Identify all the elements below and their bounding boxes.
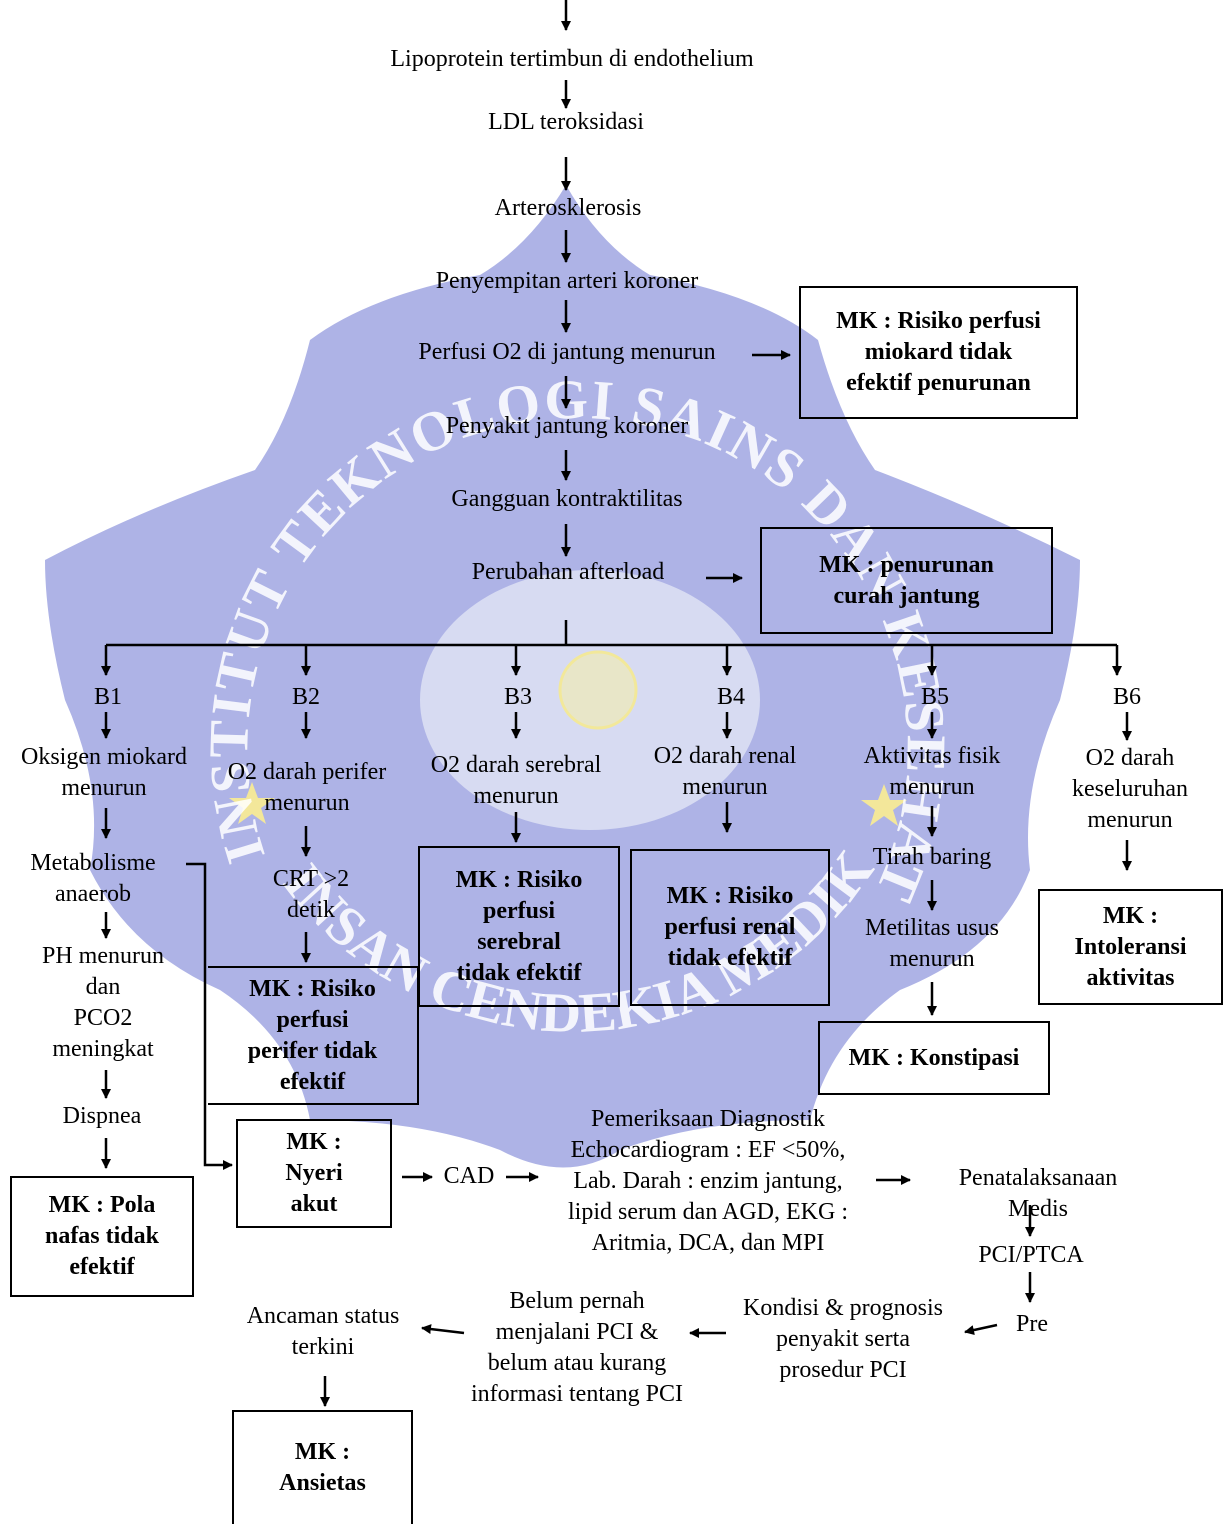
node-b2: B2 [291, 684, 321, 710]
star-icon [229, 782, 907, 826]
node-kontraktilitas: Gangguan kontraktilitas [451, 486, 683, 512]
mk-box-pola-nafas: MK : Pola nafas tidak efektif [10, 1176, 194, 1297]
node-b6: B6 [1112, 684, 1142, 710]
node-b1-ph: PH menurun dan PCO2 meningkat [42, 943, 164, 1062]
mk-box-intoleransi: MK : Intoleransi aktivitas [1038, 889, 1223, 1005]
node-perfusi-o2: Perfusi O2 di jantung menurun [418, 339, 716, 365]
node-b1-dispnea: Dispnea [62, 1103, 142, 1129]
node-b4: B4 [716, 684, 746, 710]
mk-box-curah-jantung: MK : penurunan curah jantung [760, 527, 1053, 634]
node-penatalaksanaan: Penatalaksanaan Medis [958, 1165, 1118, 1222]
mk-box-perifer: MK : Risiko perfusi perifer tidak efekti… [208, 966, 419, 1105]
node-b4-o2: O2 darah renal menurun [653, 743, 797, 800]
node-belum: Belum pernah menjalani PCI & belum atau … [471, 1288, 683, 1407]
node-pre: Pre [1016, 1311, 1048, 1337]
node-b1: B1 [93, 684, 123, 710]
node-pjk: Penyakit jantung koroner [445, 413, 689, 439]
atom-circle [558, 650, 638, 730]
node-b2-o2: O2 darah perifer menurun [227, 759, 387, 816]
node-b3-o2: O2 darah serebral menurun [430, 752, 602, 809]
node-cad: CAD [443, 1163, 495, 1189]
node-b2-crt: CRT >2 detik [272, 866, 350, 923]
mk-box-konstipasi: MK : Konstipasi [818, 1021, 1050, 1095]
mk-box-serebral: MK : Risiko perfusi serebral tidak efekt… [418, 846, 620, 1007]
node-ancaman: Ancaman status terkini [246, 1303, 400, 1360]
mk-box-renal: MK : Risiko perfusi renal tidak efektif [630, 849, 830, 1006]
node-ldl: LDL teroksidasi [488, 109, 644, 135]
node-afterload: Perubahan afterload [471, 559, 665, 585]
node-kondisi: Kondisi & prognosis penyakit serta prose… [742, 1295, 944, 1383]
node-arterosklerosis: Arterosklerosis [494, 195, 642, 221]
node-b6-o2: O2 darah keseluruhan menurun [1072, 745, 1188, 833]
node-b5-tirah: Tirah baring [872, 844, 992, 870]
mk-box-nyeri: MK : Nyeri akut [236, 1119, 392, 1228]
node-lipoprotein: Lipoprotein tertimbun di endothelium [390, 46, 754, 72]
node-pemeriksaan: Pemeriksaan Diagnostik Echocardiogram : … [568, 1106, 848, 1256]
mk-box-ansietas: MK : Ansietas [232, 1410, 413, 1524]
node-b3: B3 [503, 684, 533, 710]
node-b5-metilitas: Metilitas usus menurun [864, 915, 1000, 972]
arrow-metabolisme-nyeri [186, 862, 233, 1170]
node-b1-metabolisme: Metabolisme anaerob [30, 850, 156, 907]
node-b1-oksigen: Oksigen miokard menurun [21, 744, 187, 801]
node-pci-ptca: PCI/PTCA [978, 1242, 1084, 1268]
node-b5-aktivitas: Aktivitas fisik menurun [863, 743, 1001, 800]
mk-box-miokard: MK : Risiko perfusi miokard tidak efekti… [799, 286, 1078, 419]
node-b5: B5 [920, 684, 950, 710]
node-penyempitan: Penyempitan arteri koroner [435, 268, 699, 294]
